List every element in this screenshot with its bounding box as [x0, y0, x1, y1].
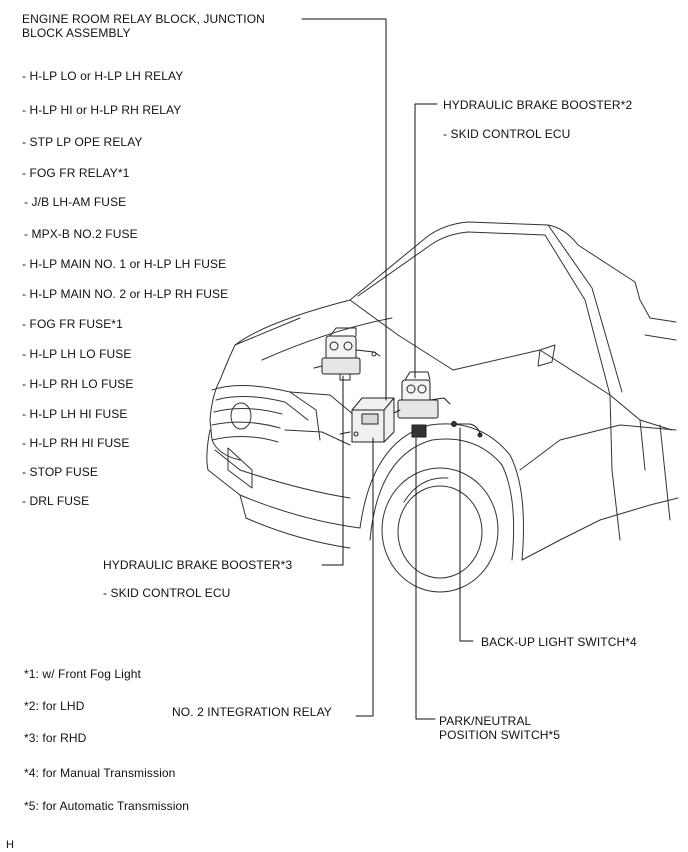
backup-light-switch-icon: [451, 421, 483, 438]
leader-relay-block: [301, 18, 387, 401]
backup-light-switch-label: BACK-UP LIGHT SWITCH*4: [481, 635, 637, 649]
booster-3-sub-label: - SKID CONTROL ECU: [103, 586, 231, 600]
leader-integration-relay: [355, 437, 374, 717]
relay-block-item: - H-LP HI or H-LP RH RELAY: [22, 103, 182, 117]
footnote: *4: for Manual Transmission: [24, 766, 176, 780]
leader-booster-2: [414, 103, 438, 379]
relay-block-item: - MPX-B NO.2 FUSE: [24, 227, 138, 241]
footnote: *3: for RHD: [24, 731, 87, 745]
relay-block-item: - J/B LH-AM FUSE: [24, 195, 127, 209]
footnote: *1: w/ Front Fog Light: [24, 667, 141, 681]
relay-block-item: - H-LP RH HI FUSE: [22, 436, 130, 450]
relay-block-item: - STOP FUSE: [22, 465, 99, 479]
relay-block-item: - H-LP LH HI FUSE: [22, 407, 128, 421]
booster-3-label: HYDRAULIC BRAKE BOOSTER*3: [103, 558, 293, 572]
leader-backup-switch: [459, 427, 474, 642]
booster-2-sub-label: - SKID CONTROL ECU: [443, 127, 571, 141]
corner-mark: H: [6, 839, 15, 851]
footnote: *2: for LHD: [24, 699, 85, 713]
relay-block-icon: [339, 397, 395, 443]
leader-booster-3: [321, 375, 344, 566]
vehicle-outline: [206, 221, 679, 593]
footnote: *5: for Automatic Transmission: [24, 799, 190, 813]
relay-block-item: - H-LP MAIN NO. 1 or H-LP LH FUSE: [22, 257, 227, 271]
park-neutral-switch-label: PARK/NEUTRAL POSITION SWITCH*5: [439, 714, 561, 742]
hydraulic-brake-booster-lhd-icon: [391, 371, 451, 419]
leader-lines: [301, 18, 474, 720]
integration-relay-icon: [411, 424, 427, 438]
relay-block-item: - H-LP LH LO FUSE: [22, 347, 132, 361]
relay-block-item: - H-LP MAIN NO. 2 or H-LP RH FUSE: [22, 287, 229, 301]
booster-2-label: HYDRAULIC BRAKE BOOSTER*2: [443, 98, 633, 112]
relay-block-item: - H-LP RH LO FUSE: [22, 377, 134, 391]
relay-block-item: - H-LP LO or H-LP LH RELAY: [22, 69, 184, 83]
relay-block-item: - FOG FR RELAY*1: [22, 166, 130, 180]
relay-block-item: - DRL FUSE: [22, 494, 90, 508]
leader-park-neutral: [415, 437, 436, 720]
hydraulic-brake-booster-rhd-icon: [313, 327, 381, 381]
relay-block-title: ENGINE ROOM RELAY BLOCK, JUNCTION BLOCK …: [22, 12, 265, 40]
relay-block-item: - FOG FR FUSE*1: [22, 317, 123, 331]
integration-relay-label: NO. 2 INTEGRATION RELAY: [172, 705, 332, 719]
relay-block-item: - STP LP OPE RELAY: [22, 135, 143, 149]
